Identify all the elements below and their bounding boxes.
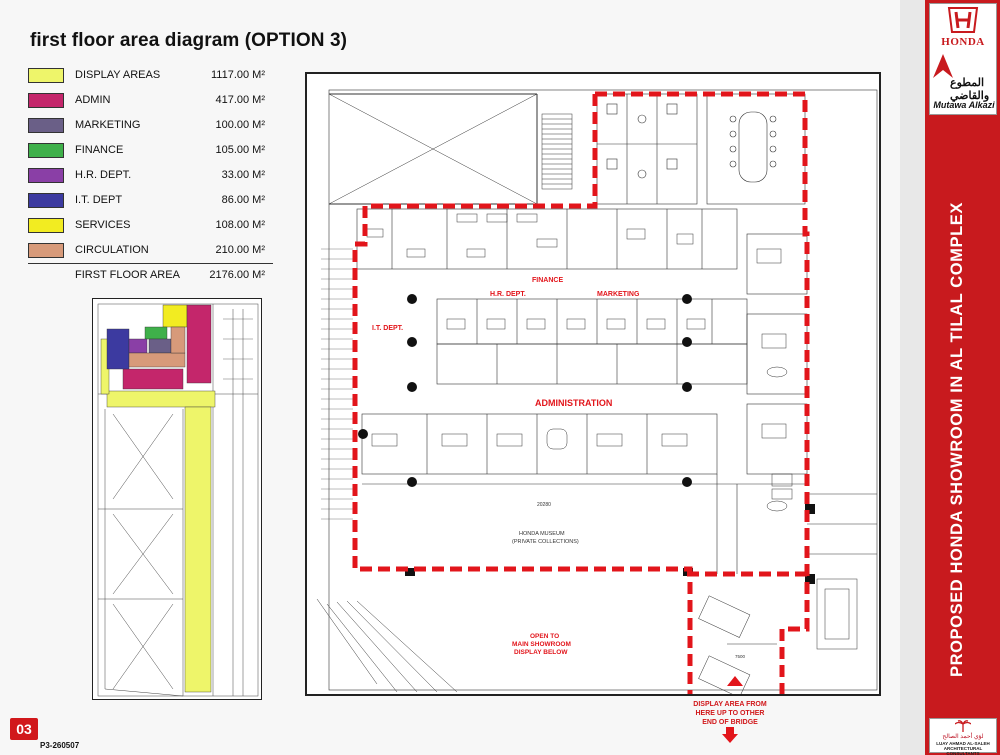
legend-row-hr: H.R. DEPT. 33.00 M²	[28, 166, 273, 191]
mutawa-logo-icon	[933, 54, 953, 78]
note-line: DISPLAY AREA FROM	[693, 701, 767, 708]
legend-row-services: SERVICES 108.00 M²	[28, 216, 273, 241]
down-arrow-icon	[722, 727, 738, 743]
floor-plan: FINANCE H.R. DEPT. MARKETING I.T. DEPT. …	[305, 72, 881, 696]
total-value: 2176.00 M²	[209, 269, 265, 281]
floor-plan-drawing: FINANCE H.R. DEPT. MARKETING I.T. DEPT. …	[316, 89, 878, 694]
legend-swatch	[28, 93, 64, 108]
label-private-collections: (PRIVATE COLLECTIONS)	[512, 539, 579, 545]
label-finance: FINANCE	[532, 277, 563, 284]
legend-value: 210.00 M²	[215, 244, 265, 256]
legend-row-finance: FINANCE 105.00 M²	[28, 141, 273, 166]
legend-swatch	[28, 218, 64, 233]
logo-box	[929, 3, 997, 115]
legend-swatch	[28, 118, 64, 133]
legend-value: 100.00 M²	[215, 119, 265, 131]
legend-value: 33.00 M²	[221, 169, 265, 181]
legend-swatch	[28, 143, 64, 158]
architect-arabic-name: لؤي أحمد الصالح	[942, 734, 984, 740]
partner-english-name: Mutawa Alkazi	[933, 100, 995, 110]
honda-logo-icon	[947, 7, 979, 33]
architect-name: LUAY AHMAD AL-SALEH	[936, 741, 990, 746]
honda-wordmark: HONDA	[941, 36, 985, 48]
legend-total-row: FIRST FLOOR AREA 2176.00 M²	[28, 266, 273, 291]
dimension-7500: 7500	[735, 654, 746, 659]
key-plan-drawing	[97, 303, 259, 697]
legend-label: I.T. DEPT	[75, 194, 123, 206]
page-number: 03	[10, 718, 38, 740]
page-title: first floor area diagram (OPTION 3)	[30, 30, 348, 51]
legend-row-display-areas: DISPLAY AREAS 1117.00 M²	[28, 66, 273, 91]
legend-label: CIRCULATION	[75, 244, 149, 256]
up-arrow-icon	[727, 676, 743, 686]
side-red-band	[925, 0, 1000, 755]
legend-row-circulation: CIRCULATION 210.00 M²	[28, 241, 273, 264]
legend-value: 86.00 M²	[221, 194, 265, 206]
legend-row-it: I.T. DEPT 86.00 M²	[28, 191, 273, 216]
label-open-to: OPEN TO	[530, 633, 559, 640]
legend-swatch	[28, 68, 64, 83]
note-line: HERE UP TO OTHER	[695, 710, 765, 717]
label-administration: ADMINISTRATION	[535, 398, 612, 408]
legend-label: H.R. DEPT.	[75, 169, 132, 181]
architect-subtitle: ARCHITECTURAL CONSULTANTS	[943, 746, 983, 755]
legend-row-admin: ADMIN 417.00 M²	[28, 91, 273, 116]
label-hr-dept: H.R. DEPT.	[490, 291, 526, 298]
key-plan	[92, 298, 262, 700]
label-main-showroom: MAIN SHOWROOM	[512, 641, 571, 648]
project-title: PROPOSED HONDA SHOWROOM IN AL TILAL COMP…	[948, 202, 966, 677]
note-line: END OF BRIDGE	[702, 719, 758, 726]
architect-english-name: LUAY AHMAD AL-SALEH ARCHITECTURAL CONSUL…	[930, 741, 996, 755]
legend-label: DISPLAY AREAS	[75, 69, 161, 81]
legend-value: 417.00 M²	[215, 94, 265, 106]
legend-label: ADMIN	[75, 94, 111, 106]
legend-swatch	[28, 243, 64, 258]
legend-value: 108.00 M²	[215, 219, 265, 231]
area-legend: DISPLAY AREAS 1117.00 M² ADMIN 417.00 M²…	[28, 66, 273, 291]
legend-value: 105.00 M²	[215, 144, 265, 156]
dimension-20280: 20280	[537, 502, 551, 508]
legend-label: SERVICES	[75, 219, 131, 231]
total-label: FIRST FLOOR AREA	[75, 269, 180, 281]
architect-logo-box	[929, 718, 997, 753]
display-area-note: DISPLAY AREA FROM HERE UP TO OTHER END O…	[690, 700, 770, 727]
legend-row-marketing: MARKETING 100.00 M²	[28, 116, 273, 141]
partner-arabic-name: المطوع والقاضي	[950, 77, 990, 102]
legend-value: 1117.00 M²	[210, 69, 265, 81]
document-code: P3-260507	[40, 741, 80, 750]
label-display-below: DISPLAY BELOW	[514, 649, 568, 656]
label-marketing: MARKETING	[597, 291, 640, 298]
legend-label: FINANCE	[75, 144, 124, 156]
label-honda-museum: HONDA MUSEUM	[519, 531, 565, 537]
label-it-dept: I.T. DEPT.	[372, 325, 403, 332]
palm-logo-icon	[955, 720, 971, 732]
legend-label: MARKETING	[75, 119, 141, 131]
legend-swatch	[28, 193, 64, 208]
legend-swatch	[28, 168, 64, 183]
